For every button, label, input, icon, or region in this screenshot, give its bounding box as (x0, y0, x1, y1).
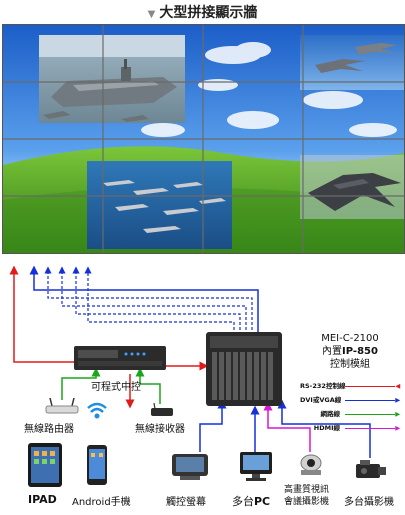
controller-line3: 控制模組 (330, 359, 370, 370)
pc-device (240, 452, 272, 482)
legend-network: 網路線 ▶ (300, 408, 401, 418)
dvi-line-4 (72, 266, 241, 335)
programmable-center-label: 可程式中控 (91, 382, 141, 393)
arrow-right-icon: ▶ (395, 396, 401, 404)
wireless-receiver-device (150, 402, 174, 416)
legend-hdmi-swatch (345, 427, 396, 429)
pc-label-prefix: 多台 (232, 495, 254, 508)
controller-device (206, 332, 282, 406)
ipad-label: IPAD (28, 493, 57, 506)
dvi-line-2 (44, 266, 253, 335)
dvi-line-1 (29, 265, 259, 335)
carrier-photo (39, 35, 185, 123)
wifi-icon (86, 400, 108, 420)
legend-rs232: RS-232控制線 ◀ (300, 380, 400, 390)
stealth-jet-photo (300, 155, 404, 219)
programmable-center-device (74, 346, 166, 370)
legend-network-label: 網路線 (320, 410, 341, 418)
legend-hdmi: HDMI線 ▶ (300, 422, 401, 432)
camera-label: 多台攝影機 (344, 497, 394, 508)
fighter-jets-photo (300, 35, 404, 90)
dvi-line-5 (84, 266, 235, 335)
wireless-receiver-label: 無線接收器 (135, 424, 185, 435)
rs232-line-wall (9, 265, 74, 363)
legend-dvi-swatch (345, 399, 396, 401)
dvi-line-touch (199, 399, 227, 452)
legend-rs232-label: RS-232控制線 (300, 382, 346, 390)
legend-dvi: DVI或VGA線 ▶ (300, 394, 400, 404)
wall-title: ▼大型拼接顯示牆 (0, 2, 405, 22)
conference-camera-device (296, 454, 326, 476)
controller-line2-bold: IP-850 (342, 346, 378, 357)
legend-network-swatch (345, 413, 396, 415)
ipad-device (28, 443, 62, 487)
conference-camera-line2: 會議攝影機 (284, 497, 330, 507)
android-label: Android手機 (72, 497, 131, 508)
android-phone-device (87, 445, 107, 485)
fleet-photo (87, 161, 232, 249)
wireless-router-device (44, 397, 80, 414)
camera-device (352, 458, 388, 484)
pc-label: 多台PC (232, 493, 270, 509)
legend-hdmi-label: HDMI線 (313, 424, 340, 432)
arrow-right-icon: ▶ (395, 410, 401, 418)
network-line-receiver (135, 367, 161, 404)
dvi-line-3 (58, 266, 247, 335)
arrow-right-icon: ▶ (395, 424, 401, 432)
touch-screen-device (172, 452, 208, 480)
legend-rs232-swatch (345, 385, 396, 387)
conference-camera-label: 高畫質視訊 會議攝影機 (284, 484, 329, 508)
video-wall-image (3, 25, 404, 253)
controller-label: MEI-C-2100 內置IP-850 控制模組 (300, 332, 400, 371)
arrow-left-icon: ◀ (395, 382, 401, 390)
touch-screen-label: 觸控螢幕 (166, 497, 206, 508)
controller-model: MEI-C-2100 (321, 333, 379, 344)
wall-title-text: 大型拼接顯示牆 (159, 5, 258, 21)
wireless-router-label: 無線路由器 (24, 424, 74, 435)
conference-camera-line1: 高畫質視訊 (284, 485, 330, 495)
legend-dvi-label: DVI或VGA線 (300, 396, 342, 404)
controller-line2-prefix: 內置 (322, 346, 343, 357)
triangle-down-icon: ▼ (147, 9, 156, 20)
controller-line2: 內置IP-850 (300, 345, 400, 358)
video-wall (2, 24, 405, 254)
pc-label-bold: PC (254, 495, 271, 508)
